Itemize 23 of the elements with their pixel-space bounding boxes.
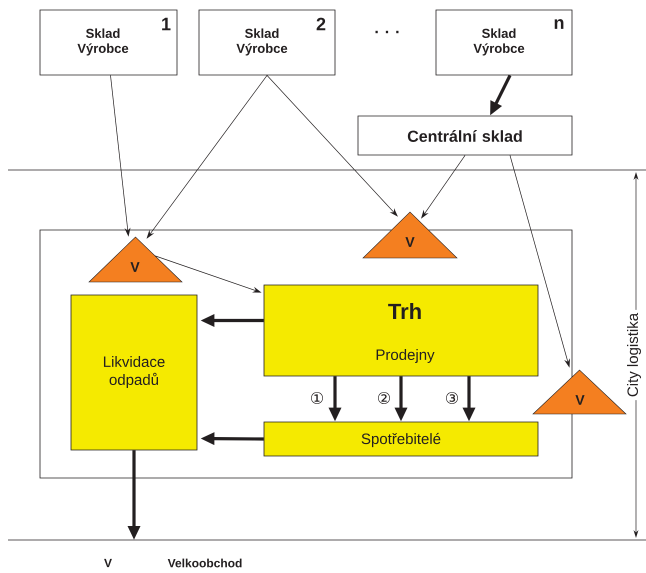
- warehouse-box: [40, 10, 178, 76]
- box-heading: Trh: [388, 303, 421, 319]
- box-label: Sklad Výrobce: [473, 28, 524, 56]
- edge-label: ③: [444, 391, 460, 405]
- ellipsis-dots: . . .: [376, 30, 398, 34]
- box-label: Sklad Výrobce: [236, 28, 288, 56]
- legend-symbol: V: [104, 558, 112, 568]
- warehouse-box: [436, 10, 572, 76]
- legend-text: Velkoobchod: [168, 558, 242, 568]
- warehouse-box: Centrální sklad: [358, 116, 572, 156]
- box-label: Prodejny: [376, 349, 435, 363]
- edge-label: ②: [376, 391, 392, 405]
- consumers-box: Spotřebitelé: [264, 422, 538, 456]
- box-number: 2: [316, 18, 326, 30]
- dimension-label: City logistika: [624, 310, 644, 400]
- box-label: Sklad Výrobce: [77, 28, 128, 56]
- box-number: n: [554, 19, 564, 29]
- city-frame: [40, 230, 572, 478]
- edge-label: ①: [308, 391, 326, 405]
- box-number: 1: [162, 18, 171, 30]
- market-box: [264, 284, 538, 376]
- disposal-box: Likvidace odpadů: [70, 294, 198, 450]
- warehouse-box: [198, 10, 336, 76]
